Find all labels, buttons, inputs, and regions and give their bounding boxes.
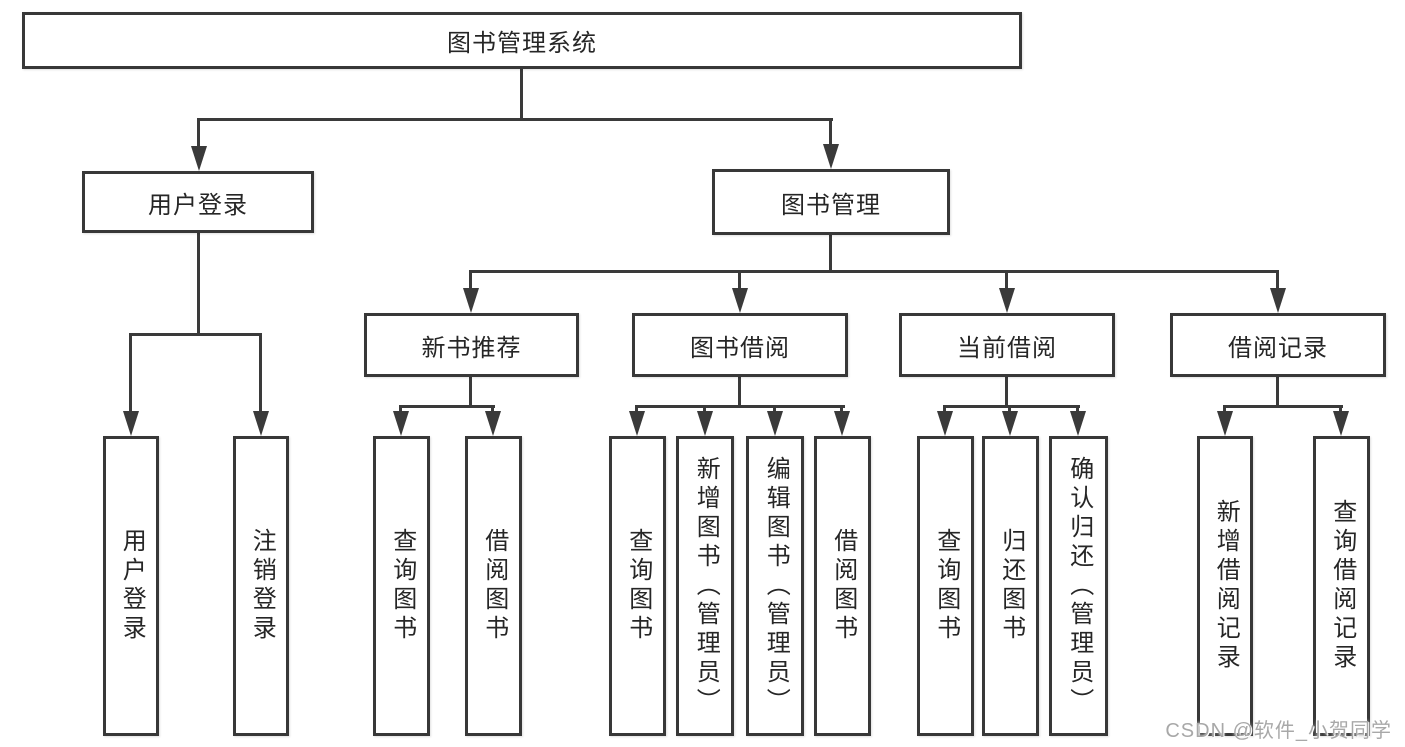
node-borrowing-records-label: 借阅记录 — [1228, 334, 1328, 362]
connector-line — [259, 333, 262, 413]
arrowhead-down — [823, 144, 839, 169]
arrowhead-down — [629, 411, 645, 436]
leaf-query-books-recommend: 查询图书 — [373, 436, 430, 736]
node-user-login: 用户登录 — [82, 171, 314, 233]
node-new-book-recommend-label: 新书推荐 — [421, 334, 522, 362]
arrowhead-down — [834, 411, 850, 436]
watermark: CSDN @软件_小贺同学 — [1165, 720, 1392, 742]
connector-line — [635, 405, 638, 414]
arrowhead-down — [767, 411, 783, 436]
connector-line — [738, 270, 741, 290]
node-system-label: 图书管理系统 — [447, 30, 597, 57]
connector-line — [1008, 405, 1011, 414]
arrowhead-down — [999, 288, 1015, 313]
connector-line — [829, 235, 832, 272]
connector-line — [840, 405, 843, 414]
connector-line — [491, 405, 494, 414]
arrowhead-down — [1002, 411, 1018, 436]
arrowhead-down — [1070, 411, 1086, 436]
arrowhead-down — [697, 411, 713, 436]
connector-line — [129, 333, 132, 413]
arrowhead-down — [253, 411, 269, 436]
leaf-user-login-label: 用户登录 — [118, 528, 146, 644]
connector-line — [1276, 270, 1279, 290]
node-new-book-recommend: 新书推荐 — [364, 313, 579, 377]
node-book-borrowing-label: 图书借阅 — [690, 334, 790, 362]
connector-line — [1223, 405, 1343, 408]
leaf-confirm-return-admin-label: 确认归还（管理员） — [1065, 455, 1093, 717]
leaf-user-login: 用户登录 — [103, 436, 159, 736]
connector-line — [1339, 405, 1342, 414]
leaf-query-books-borrowing: 查询图书 — [609, 436, 666, 736]
arrowhead-down — [463, 288, 479, 313]
node-book-management-label: 图书管理 — [781, 191, 881, 219]
arrowhead-down — [485, 411, 501, 436]
connector-line — [773, 405, 776, 414]
leaf-add-borrow-record: 新增借阅记录 — [1197, 436, 1253, 736]
connector-line — [197, 118, 200, 150]
connector-line — [1223, 405, 1226, 414]
leaf-query-books-current: 查询图书 — [917, 436, 974, 736]
connector-line — [1005, 377, 1008, 407]
leaf-query-borrow-record-label: 查询借阅记录 — [1328, 499, 1356, 673]
connector-line — [469, 270, 472, 290]
arrowhead-down — [732, 288, 748, 313]
leaf-add-books-admin-label: 新增图书（管理员） — [692, 455, 720, 717]
leaf-borrow-books-label: 借阅图书 — [829, 528, 857, 644]
connector-line — [738, 377, 741, 407]
leaf-logout: 注销登录 — [233, 436, 289, 736]
connector-line — [197, 118, 833, 121]
node-current-borrowing: 当前借阅 — [899, 313, 1115, 377]
leaf-return-books-label: 归还图书 — [997, 528, 1025, 644]
node-book-management: 图书管理 — [712, 169, 950, 235]
leaf-query-books-recommend-label: 查询图书 — [388, 528, 416, 644]
connector-line — [399, 405, 402, 414]
connector-line — [520, 69, 523, 119]
leaf-edit-books-admin-label: 编辑图书（管理员） — [762, 455, 790, 717]
connector-line — [943, 405, 1080, 408]
leaf-add-borrow-record-label: 新增借阅记录 — [1212, 499, 1240, 673]
node-user-login-label: 用户登录 — [148, 191, 248, 219]
node-system: 图书管理系统 — [22, 12, 1022, 69]
connector-line — [129, 333, 262, 336]
connector-line — [829, 118, 832, 148]
leaf-query-books-current-label: 查询图书 — [932, 528, 960, 644]
connector-line — [703, 405, 706, 414]
leaf-borrow-books: 借阅图书 — [814, 436, 871, 736]
arrowhead-down — [1217, 411, 1233, 436]
node-current-borrowing-label: 当前借阅 — [957, 334, 1057, 362]
arrowhead-down — [1333, 411, 1349, 436]
arrowhead-down — [937, 411, 953, 436]
arrowhead-down — [393, 411, 409, 436]
connector-line — [197, 233, 200, 335]
leaf-confirm-return-admin: 确认归还（管理员） — [1049, 436, 1108, 736]
leaf-query-borrow-record: 查询借阅记录 — [1313, 436, 1370, 736]
leaf-return-books: 归还图书 — [982, 436, 1039, 736]
node-borrowing-records: 借阅记录 — [1170, 313, 1386, 377]
connector-line — [469, 270, 1279, 273]
leaf-borrow-books-recommend-label: 借阅图书 — [480, 528, 508, 644]
leaf-logout-label: 注销登录 — [248, 528, 276, 644]
arrowhead-down — [191, 146, 207, 171]
arrowhead-down — [123, 411, 139, 436]
node-book-borrowing: 图书借阅 — [632, 313, 848, 377]
leaf-add-books-admin: 新增图书（管理员） — [676, 436, 734, 736]
arrowhead-down — [1270, 288, 1286, 313]
leaf-query-books-borrowing-label: 查询图书 — [624, 528, 652, 644]
connector-line — [1076, 405, 1079, 414]
connector-line — [943, 405, 946, 414]
connector-line — [1005, 270, 1008, 290]
leaf-edit-books-admin: 编辑图书（管理员） — [746, 436, 804, 736]
connector-line — [399, 405, 495, 408]
leaf-borrow-books-recommend: 借阅图书 — [465, 436, 522, 736]
connector-line — [1276, 377, 1279, 407]
connector-line — [469, 377, 472, 407]
connector-line — [635, 405, 845, 408]
